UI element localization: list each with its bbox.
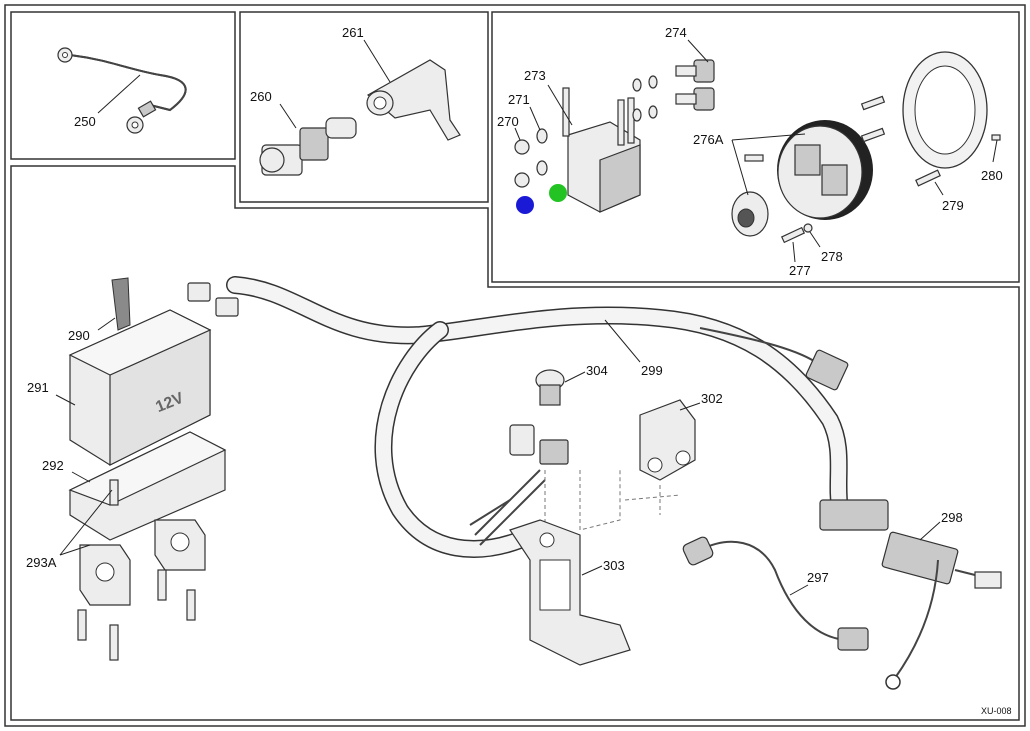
strap-290 — [111, 277, 131, 331]
callout-276a: 276A — [693, 132, 724, 147]
stator-plate-280 — [902, 51, 988, 169]
callout-273: 273 — [524, 68, 546, 83]
blue-dot-marker — [516, 196, 534, 214]
clamps-293a — [77, 479, 206, 661]
callout-304: 304 — [586, 363, 608, 378]
callout-299: 299 — [641, 363, 663, 378]
callout-270: 270 — [497, 114, 519, 129]
panel-alternator — [491, 11, 1020, 283]
wiring-harness-299 — [187, 276, 849, 558]
callout-250: 250 — [74, 114, 96, 129]
nuts-washers-270-271 — [514, 75, 658, 188]
callout-279: 279 — [942, 198, 964, 213]
panel-main — [10, 165, 1020, 721]
callout-271: 271 — [508, 92, 530, 107]
callout-260: 260 — [250, 89, 272, 104]
callout-290: 290 — [68, 328, 90, 343]
battery-291: 12V — [68, 309, 212, 466]
alternator-276a — [731, 120, 873, 237]
green-dot-marker — [549, 184, 567, 202]
callout-280: 280 — [981, 168, 1003, 183]
bolts-277-278-279 — [744, 95, 1001, 244]
callout-291: 291 — [27, 380, 49, 395]
panel-ground-cable — [10, 11, 236, 160]
callout-303: 303 — [603, 558, 625, 573]
callout-298: 298 — [941, 510, 963, 525]
callout-302: 302 — [701, 391, 723, 406]
callout-277: 277 — [789, 263, 811, 278]
frames — [4, 4, 1026, 727]
callout-278: 278 — [821, 249, 843, 264]
callout-293a: 293A — [26, 555, 57, 570]
drawing-reference: XU-008 — [981, 706, 1012, 716]
spark-plug-cap-261 — [366, 59, 461, 141]
ground-cable-250 — [57, 47, 187, 134]
bracket-303 — [509, 519, 631, 666]
panel-spark-plug — [239, 11, 489, 203]
battery-tray-292 — [68, 431, 227, 541]
lead-297 — [682, 536, 869, 651]
spark-plug-260 — [259, 117, 357, 176]
bracket-302 — [639, 399, 696, 481]
callout-292: 292 — [42, 458, 64, 473]
rubber-mounts-274 — [675, 59, 715, 111]
assembly-dash-lines — [544, 470, 681, 535]
connector-298 — [819, 499, 1002, 690]
callout-261: 261 — [342, 25, 364, 40]
callout-274: 274 — [665, 25, 687, 40]
regulator-273 — [562, 87, 641, 213]
switch-304 — [509, 369, 569, 465]
callout-297: 297 — [807, 570, 829, 585]
